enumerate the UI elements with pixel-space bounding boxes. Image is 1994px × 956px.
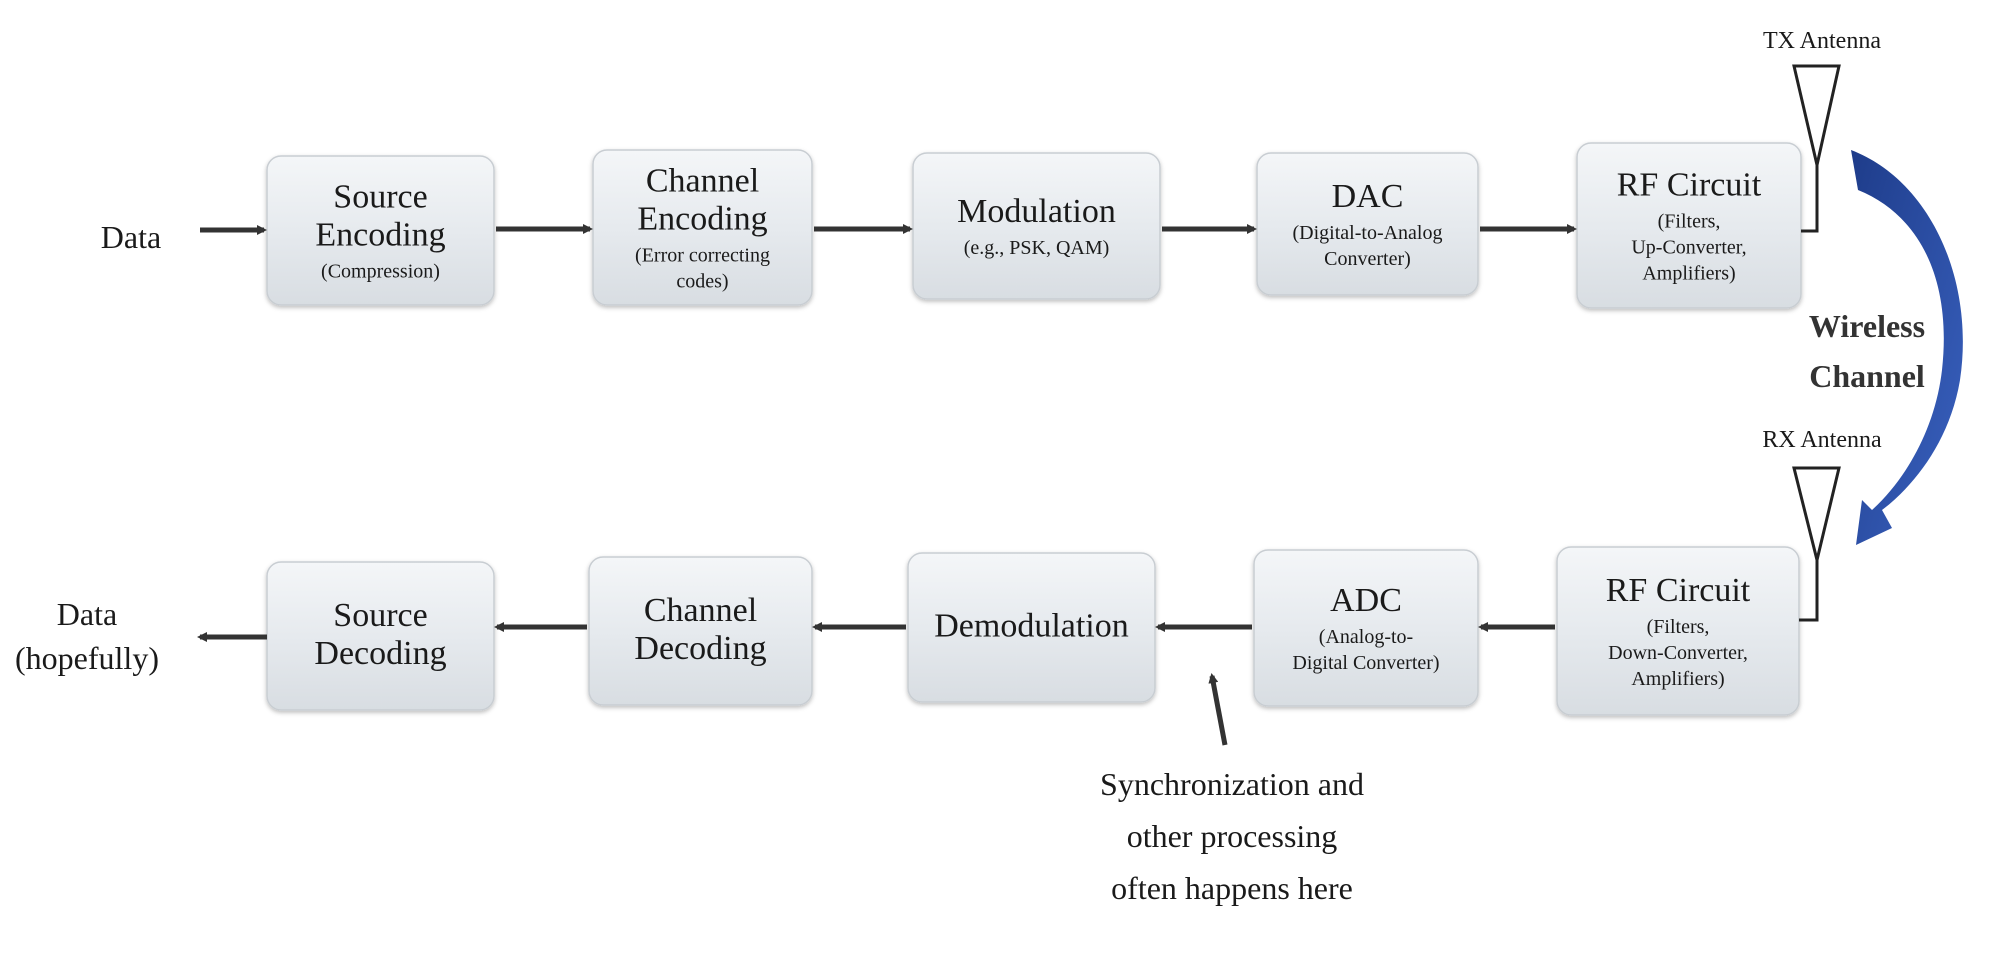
tx-block-rf-circuit-title: RF Circuit bbox=[1617, 167, 1762, 204]
sync-note: Synchronization and bbox=[1100, 766, 1364, 802]
tx-block-dac-subtitle: Converter) bbox=[1324, 248, 1411, 270]
rx-block-rf-circuit-title: RF Circuit bbox=[1606, 572, 1751, 609]
wireless-channel-label: Wireless bbox=[1809, 308, 1925, 344]
rx-block-source-decoding-title: Source bbox=[333, 597, 427, 634]
tx-block-channel-encoding-shape bbox=[592, 149, 813, 306]
wireless-channel-arrow-icon bbox=[1851, 150, 1963, 545]
tx-block-source-encoding-title: Encoding bbox=[315, 217, 445, 254]
tx-block-channel-encoding-subtitle: (Error correcting bbox=[635, 245, 770, 267]
wireless-channel-label: Channel bbox=[1809, 358, 1925, 394]
rx-block-rf-circuit-subtitle: Down-Converter, bbox=[1608, 642, 1748, 664]
tx-block-channel-encoding-title: Channel bbox=[646, 163, 759, 200]
tx-antenna-icon bbox=[1792, 64, 1841, 233]
tx-block-modulation-shape bbox=[912, 152, 1161, 300]
tx-block-source-encoding-shape bbox=[266, 155, 495, 306]
output-data-label: (hopefully) bbox=[15, 640, 159, 676]
tx-block-channel-encoding-title: Encoding bbox=[637, 201, 767, 238]
tx-block-dac-subtitle: (Digital-to-Analog bbox=[1293, 222, 1443, 244]
rx-block-rf-circuit-subtitle: Amplifiers) bbox=[1631, 668, 1724, 690]
tx-antenna-label: TX Antenna bbox=[1763, 28, 1881, 54]
rx-antenna-icon bbox=[1792, 466, 1841, 622]
sync-pointer-arrow bbox=[1208, 673, 1228, 746]
tx-block-rf-circuit: RF Circuit (Filters, Up-Converter, Amplifie… bbox=[1576, 142, 1802, 309]
tx-block-dac-shape bbox=[1256, 152, 1479, 296]
tx-block-rf-circuit-subtitle: Up-Converter, bbox=[1631, 237, 1746, 259]
rx-block-adc-title: ADC bbox=[1330, 582, 1402, 619]
rx-block-adc: ADC (Analog-to- Digital Converter) bbox=[1253, 549, 1479, 707]
output-data-label: Data bbox=[57, 596, 117, 632]
rx-block-channel-decoding-title: Decoding bbox=[634, 630, 766, 667]
rx-block-channel-decoding-title: Channel bbox=[644, 592, 757, 629]
tx-block-channel-encoding-subtitle: codes) bbox=[676, 271, 728, 293]
rx-block-rf-circuit-shape bbox=[1556, 546, 1800, 716]
sync-note: often happens here bbox=[1111, 870, 1353, 906]
tx-block-rf-circuit-shape bbox=[1576, 142, 1802, 309]
tx-block-source-encoding-title: Source bbox=[333, 179, 427, 216]
rx-block-demodulation: Demodulation bbox=[907, 552, 1156, 703]
rx-block-adc-subtitle: Digital Converter) bbox=[1292, 652, 1439, 674]
rx-block-demodulation-title: Demodulation bbox=[934, 608, 1129, 645]
rx-block-adc-subtitle: (Analog-to- bbox=[1319, 626, 1413, 648]
tx-block-dac-title: DAC bbox=[1332, 178, 1404, 215]
tx-block-source-encoding-subtitle: (Compression) bbox=[321, 261, 440, 283]
tx-block-modulation: Modulation (e.g., PSK, QAM) bbox=[912, 152, 1161, 300]
sync-note: other processing bbox=[1127, 818, 1338, 854]
input-data-label: Data bbox=[101, 219, 161, 255]
rx-antenna-label: RX Antenna bbox=[1762, 427, 1882, 453]
tx-block-rf-circuit-subtitle: Amplifiers) bbox=[1642, 263, 1735, 285]
rx-block-rf-circuit-subtitle: (Filters, bbox=[1647, 616, 1710, 638]
tx-block-modulation-title: Modulation bbox=[957, 193, 1116, 230]
rx-block-rf-circuit: RF Circuit (Filters, Down-Converter, Amplif… bbox=[1556, 546, 1800, 716]
tx-block-modulation-subtitle: (e.g., PSK, QAM) bbox=[964, 237, 1110, 259]
rx-block-source-decoding-title: Decoding bbox=[314, 635, 446, 672]
tx-block-rf-circuit-subtitle: (Filters, bbox=[1658, 211, 1721, 233]
